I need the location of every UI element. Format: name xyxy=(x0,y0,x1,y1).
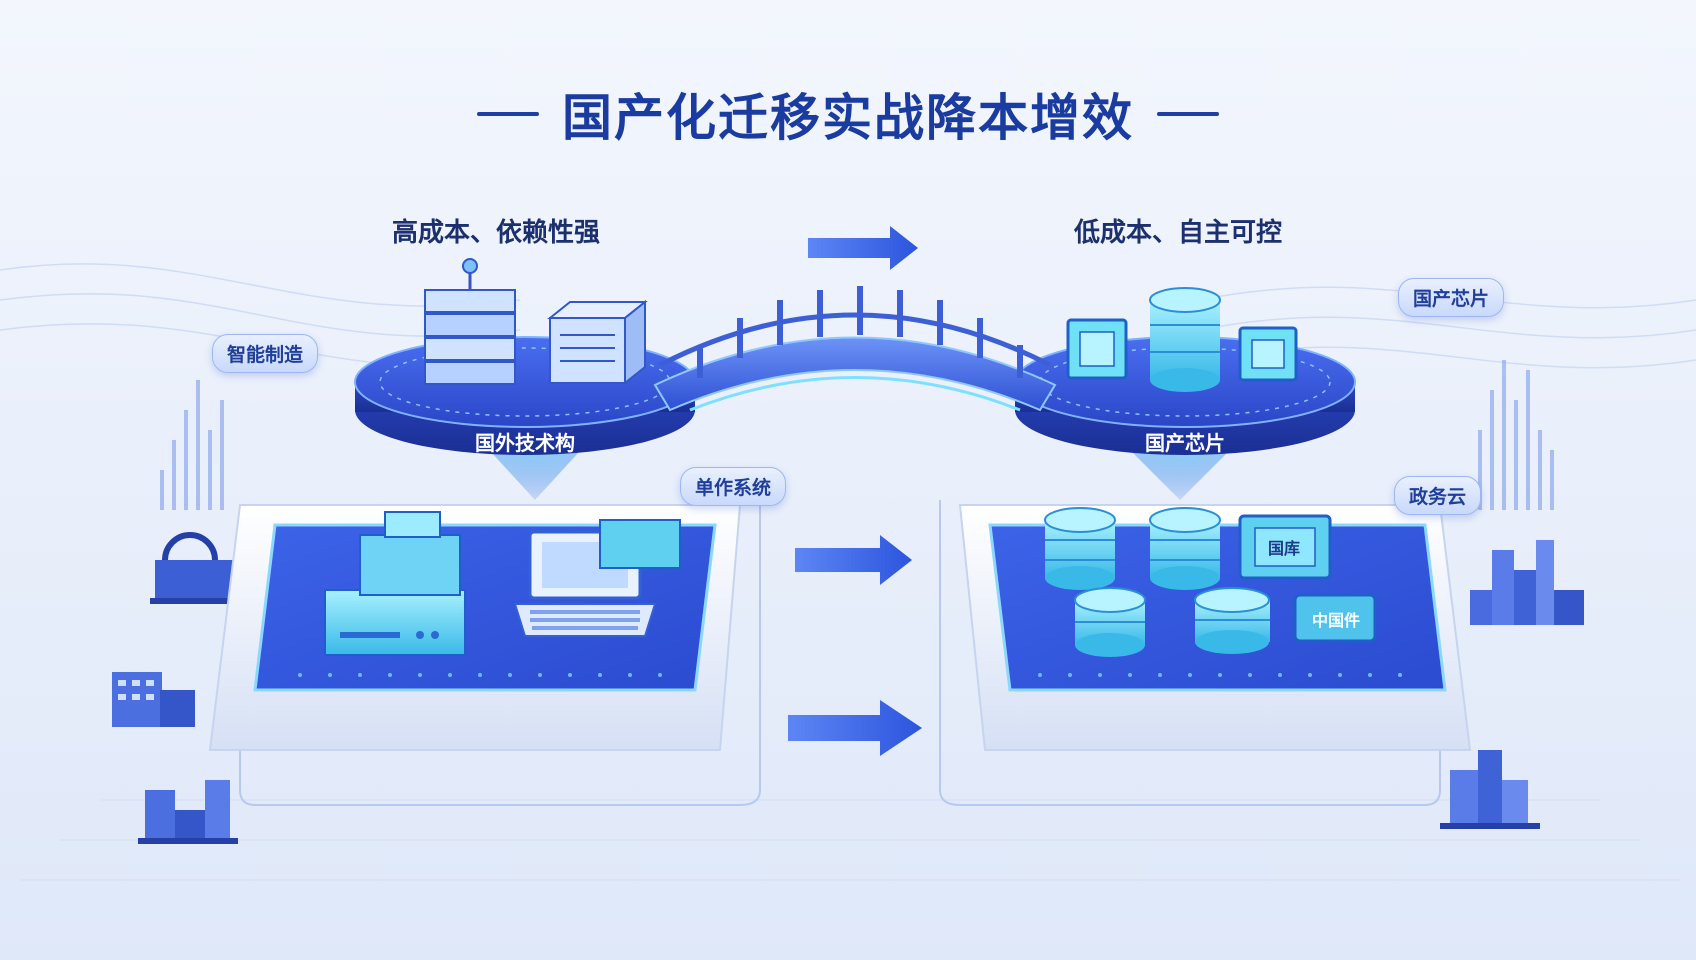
title-right-rule xyxy=(1157,112,1220,116)
tag-smart-manufacturing: 智能制造 xyxy=(212,334,319,373)
component-block-icon xyxy=(1293,593,1377,643)
chip-icon xyxy=(1238,514,1332,580)
tag-domestic-chip: 国产芯片 xyxy=(1398,278,1505,317)
processor-chip-icon xyxy=(1238,326,1298,382)
left-platform-label: 国外技术构 xyxy=(475,431,575,455)
database-stack-icon xyxy=(1149,287,1221,392)
server-box-icon xyxy=(547,299,648,386)
floor-grid xyxy=(20,799,1680,881)
title-left-rule xyxy=(476,112,539,116)
top-arrow xyxy=(808,226,918,270)
tag-single-system: 单作系统 xyxy=(680,467,787,506)
bottom-arrow xyxy=(788,700,922,756)
right-platform-label: 国产芯片 xyxy=(1145,431,1225,455)
page-title: 国产化迁移实战降本增效 xyxy=(562,89,1134,147)
database-icon xyxy=(1194,587,1270,654)
database-icon xyxy=(1044,507,1116,590)
database-icon xyxy=(1149,507,1221,590)
server-rack-icon xyxy=(424,258,516,385)
left-bar-decoration xyxy=(160,380,224,510)
office-building-icon xyxy=(112,672,195,727)
database-icon xyxy=(1074,587,1146,657)
chip-label-2: 中国件 xyxy=(1312,611,1361,630)
skyline-icon-2 xyxy=(1440,750,1540,829)
left-circuit-board xyxy=(208,504,742,751)
city-block-icon xyxy=(138,780,238,844)
title-area: 国产化迁移实战降本增效 xyxy=(0,78,1696,150)
skyline-icon-1 xyxy=(1470,540,1584,625)
tag-gov-cloud: 政务云 xyxy=(1394,476,1482,515)
processor-chip-icon xyxy=(1066,318,1128,380)
factory-icon xyxy=(150,532,245,604)
middle-arrow xyxy=(795,535,912,585)
left-caption: 高成本、依赖性强 xyxy=(392,218,601,248)
bridge xyxy=(653,286,1057,412)
chip-label-1: 国库 xyxy=(1268,539,1301,558)
right-bar-decoration xyxy=(1478,360,1554,510)
right-caption: 低成本、自主可控 xyxy=(1074,218,1283,248)
